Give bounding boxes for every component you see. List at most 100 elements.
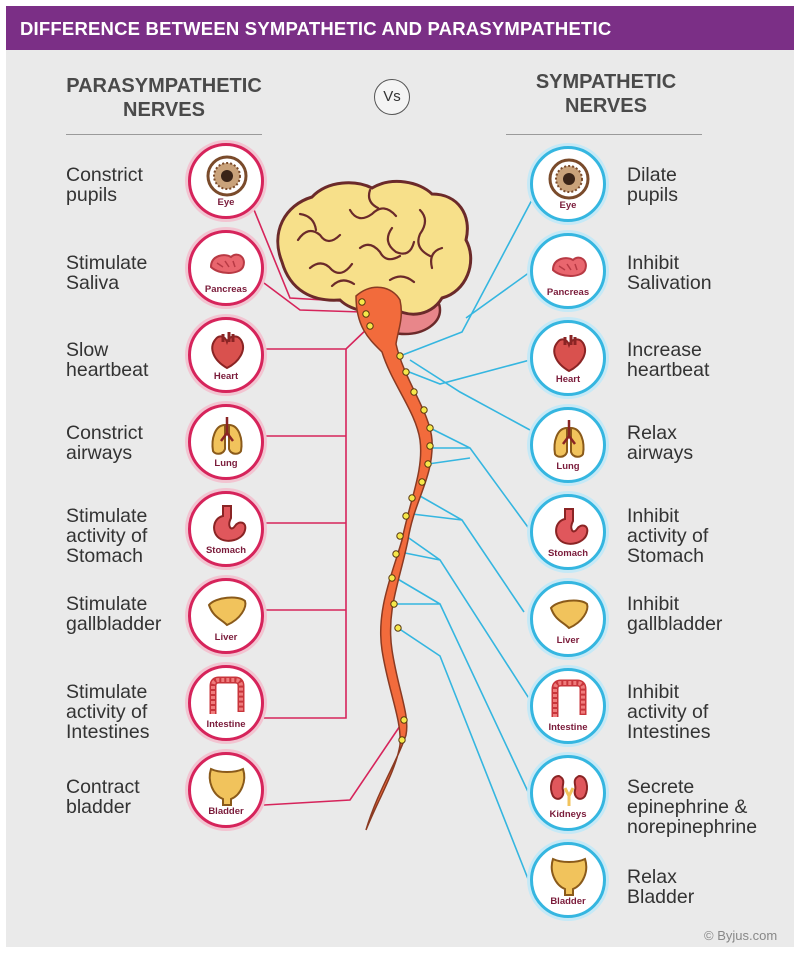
sympathetic-effect-label: Relax Bladder <box>627 866 695 908</box>
sympathetic-heading: SYMPATHETIC NERVES <box>535 71 677 117</box>
organ-name: Bladder <box>550 896 586 907</box>
organ-name: Liver <box>214 632 238 643</box>
versus-badge: Vs <box>374 79 410 115</box>
parasympathetic-effect-label: Constrict airways <box>66 422 143 464</box>
parasympathetic-organ-bladder: Bladder <box>188 752 264 828</box>
ganglion-dot <box>396 352 404 360</box>
ganglion-dot <box>358 298 366 306</box>
parasympathetic-organ-eye: Eye <box>188 143 264 219</box>
ganglion-dot <box>402 512 410 520</box>
sympathetic-nerve-pancreas <box>465 271 531 319</box>
parasympathetic-effect-label: Slow heartbeat <box>66 339 149 381</box>
sympathetic-effect-label: Relax airways <box>627 422 694 464</box>
sympathetic-organ-liver: Liver <box>530 581 606 657</box>
organ-name: Liver <box>556 635 580 646</box>
stomach-icon <box>213 505 247 542</box>
parasympathetic-organ-lung: Lung <box>188 404 264 480</box>
ganglion-dot <box>400 716 408 724</box>
sympathetic-nerve-liver <box>411 495 525 613</box>
parasympathetic-organ-pancreas: Pancreas <box>188 230 264 306</box>
ganglion-dot <box>390 600 398 608</box>
pancreas-icon <box>209 253 245 274</box>
parasympathetic-effect-label: Stimulate activity of Intestines <box>66 681 150 743</box>
sympathetic-organ-intestine: Intestine <box>530 668 606 744</box>
organ-name: Kidneys <box>549 809 587 820</box>
credit-text: © Byjus.com <box>704 928 778 943</box>
ganglion-dot <box>418 478 426 486</box>
kidneys-icon <box>550 774 588 806</box>
sympathetic-organ-heart: Heart <box>530 320 606 396</box>
ganglion-dot <box>426 442 434 450</box>
parasympathetic-effect-label: Stimulate Saliva <box>66 252 148 294</box>
spinal-cord <box>355 286 433 831</box>
heart-icon <box>553 335 587 373</box>
parasympathetic-effect-label: Stimulate activity of Stomach <box>66 505 148 567</box>
parasympathetic-nerve-heart <box>264 325 371 350</box>
parasympathetic-heading: PARASYMPATHETIC NERVES <box>66 75 262 121</box>
sympathetic-organ-kidneys: Kidneys <box>530 755 606 831</box>
ganglion-dot <box>408 494 416 502</box>
sympathetic-organ-lung: Lung <box>530 407 606 483</box>
parasympathetic-nerve-pancreas <box>263 282 363 313</box>
ganglion-dot <box>396 532 404 540</box>
intestine-icon <box>551 679 587 717</box>
sympathetic-nerve-heart <box>403 359 531 385</box>
parasympathetic-nerve-bladder <box>263 719 405 806</box>
parasympathetic-organ-heart: Heart <box>188 317 264 393</box>
sympathetic-divider <box>506 134 702 135</box>
organ-name: Pancreas <box>546 287 590 298</box>
ganglion-dot <box>398 736 406 744</box>
stomach-icon <box>555 508 589 545</box>
parasympathetic-organ-liver: Liver <box>188 578 264 654</box>
ganglion-dot <box>366 322 374 330</box>
sympathetic-nerve-stomach <box>427 427 531 531</box>
organ-name: Intestine <box>206 719 246 730</box>
sympathetic-nerve-kidneys <box>395 577 531 797</box>
organ-name: Lung <box>214 458 238 469</box>
organ-name: Intestine <box>548 722 588 733</box>
sympathetic-nerve-intestine <box>399 535 531 701</box>
organ-name: Heart <box>213 371 239 382</box>
pancreas-icon <box>551 256 587 277</box>
sympathetic-organ-stomach: Stomach <box>530 494 606 570</box>
lung-icon <box>553 420 585 458</box>
background-panel <box>6 6 794 947</box>
sympathetic-effect-label: Increase heartbeat <box>627 339 710 381</box>
sympathetic-effect-label: Inhibit Salivation <box>627 252 712 294</box>
parasympathetic-nerve-trunk <box>264 349 347 719</box>
page-title: DIFFERENCE BETWEEN SYMPATHETIC AND PARAS… <box>20 18 612 39</box>
title-banner: DIFFERENCE BETWEEN SYMPATHETIC AND PARAS… <box>6 6 794 50</box>
heart-icon <box>211 332 245 370</box>
organ-name: Heart <box>555 374 581 385</box>
parasympathetic-effect-label: Constrict pupils <box>66 164 143 206</box>
organ-name: Lung <box>556 461 580 472</box>
sympathetic-nerve-lung <box>409 359 531 431</box>
liver-icon <box>207 596 247 627</box>
sympathetic-organ-pancreas: Pancreas <box>530 233 606 309</box>
sympathetic-nerve-eye <box>399 195 535 357</box>
organ-name: Eye <box>559 200 577 211</box>
organ-name: Pancreas <box>204 284 248 295</box>
ganglion-dot <box>388 574 396 582</box>
organ-name: Stomach <box>547 548 589 559</box>
nerve-ganglia <box>358 298 434 744</box>
ganglion-dot <box>394 624 402 632</box>
bladder-icon <box>208 767 246 806</box>
lung-icon <box>211 417 243 455</box>
sympathetic-effect-label: Inhibit activity of Stomach <box>627 505 709 567</box>
ganglion-dot <box>392 550 400 558</box>
parasympathetic-organ-stomach: Stomach <box>188 491 264 567</box>
liver-icon <box>549 599 589 630</box>
parasympathetic-organ-intestine: Intestine <box>188 665 264 741</box>
parasympathetic-effect-label: Contract bladder <box>66 776 140 818</box>
parasympathetic-divider <box>66 134 262 135</box>
organ-name: Bladder <box>208 806 244 817</box>
bladder-icon <box>550 857 588 896</box>
ganglion-dot <box>362 310 370 318</box>
sympathetic-organ-eye: Eye <box>530 146 606 222</box>
sympathetic-effect-label: Secrete epinephrine & norepinephrine <box>627 776 758 838</box>
ganglion-dot <box>402 368 410 376</box>
organ-name: Eye <box>217 197 235 208</box>
